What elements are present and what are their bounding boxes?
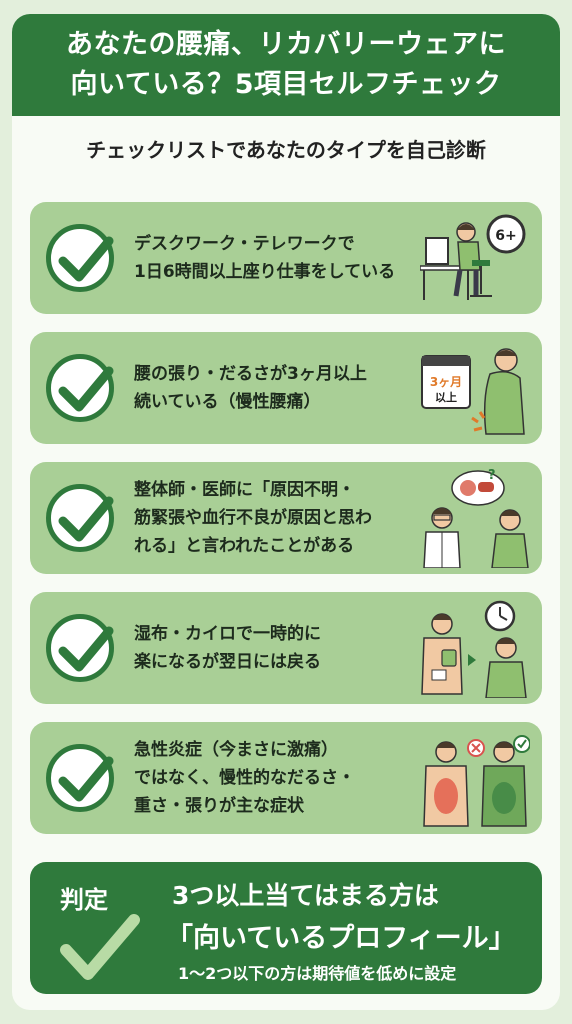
check-icon — [46, 614, 114, 682]
item-text-line: 整体師・医師に「原因不明・ — [134, 480, 355, 500]
acute-vs-chronic-icon — [423, 735, 530, 827]
title-line-1: あなたの腰痛、リカバリーウェアに — [66, 29, 506, 60]
checklist-card: あなたの腰痛、リカバリーウェアに 向いている？5項目セルフチェック チェックリス… — [12, 14, 560, 1010]
doctor-consultation-icon: ? — [423, 468, 529, 568]
large-check-icon — [60, 914, 140, 980]
item-text-line: 急性炎症（今まさに激痛） — [134, 740, 338, 760]
verdict-label: 判定 — [60, 886, 108, 914]
check-item-diagnosis: 整体師・医師に「原因不明・ 筋緊張や血行不良が原因と思わ れる」と言われたことが… — [30, 462, 542, 574]
verdict-result: 「向いているプロフィール」 — [166, 923, 516, 954]
check-icon — [46, 484, 114, 552]
desk-worker-clock-icon: 6+ — [420, 214, 526, 300]
header-banner: あなたの腰痛、リカバリーウェアに 向いている？5項目セルフチェック — [12, 14, 560, 116]
check-item-chronic-symptoms: 急性炎症（今まさに激痛） ではなく、慢性的なだるさ・ 重さ・張りが主な症状 — [30, 722, 542, 834]
check-item-compress: 湿布・カイロで一時的に 楽になるが翌日には戻る — [30, 592, 542, 704]
calendar-months-badge: 3ヶ月 — [430, 375, 462, 389]
item-text-line: 続いている（慢性腰痛） — [134, 392, 321, 412]
verdict-box: 判定 3つ以上当てはまる方は 「向いているプロフィール」 1〜2つ以下の方は期待… — [30, 862, 542, 994]
item-text-line: デスクワーク・テレワークで — [134, 234, 355, 254]
item-text-line: ではなく、慢性的なだるさ・ — [134, 768, 355, 788]
item-text-line: 重さ・張りが主な症状 — [134, 796, 304, 816]
check-icon — [46, 224, 114, 292]
item-text-line: 1日6時間以上座り仕事をしている — [134, 262, 396, 282]
title-line-2: 向いている？5項目セルフチェック — [70, 69, 502, 100]
item-text-line: 筋緊張や血行不良が原因と思わ — [134, 508, 372, 528]
question-mark: ? — [488, 468, 496, 483]
item-text-line: 腰の張り・だるさが3ヶ月以上 — [134, 364, 367, 384]
compress-clock-icon — [421, 600, 527, 698]
item-text-line: 楽になるが翌日には戻る — [134, 652, 321, 672]
calendar-back-pain-icon: 3ヶ月 以上 — [421, 348, 525, 435]
check-icon — [46, 354, 114, 422]
check-icon — [46, 744, 114, 812]
verdict-note: 1〜2つ以下の方は期待値を低めに設定 — [178, 964, 457, 983]
item-text-line: れる」と言われたことがある — [134, 536, 355, 556]
item-text-line: 湿布・カイロで一時的に — [134, 624, 321, 644]
check-item-desk-work: デスクワーク・テレワークで 1日6時間以上座り仕事をしている 6+ — [30, 202, 542, 314]
calendar-over-badge: 以上 — [435, 390, 457, 404]
verdict-condition: 3つ以上当てはまる方は — [172, 881, 439, 910]
clock-badge: 6+ — [495, 228, 516, 244]
check-item-chronic-pain: 腰の張り・だるさが3ヶ月以上 続いている（慢性腰痛） 3ヶ月 以上 — [30, 332, 542, 444]
subtitle: チェックリストであなたのタイプを自己診断 — [86, 138, 486, 162]
